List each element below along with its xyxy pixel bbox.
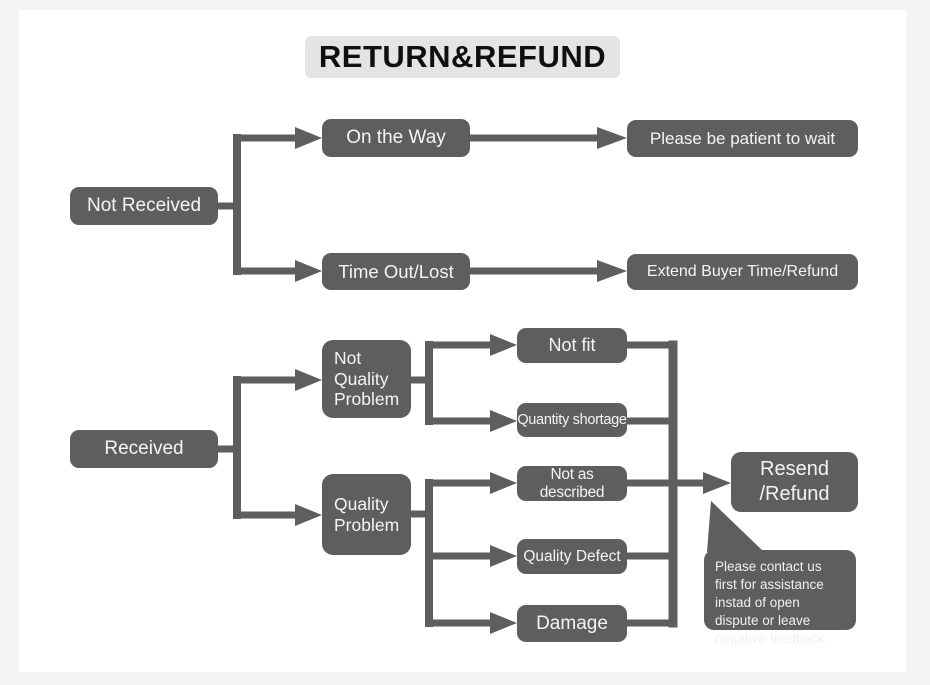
node-not-as-described: Not as described: [517, 466, 627, 501]
node-quality-problem: Quality Problem: [322, 474, 411, 555]
node-quality-defect: Quality Defect: [517, 539, 627, 574]
node-not-quality-problem: Not Quality Problem: [322, 340, 411, 418]
node-not-fit: Not fit: [517, 328, 627, 363]
page-title: RETURN&REFUND: [305, 36, 620, 78]
node-damage: Damage: [517, 605, 627, 642]
node-on-the-way: On the Way: [322, 119, 470, 157]
arrowheads: [295, 127, 764, 634]
note-bubble: Please contact us first for assistance i…: [704, 550, 856, 646]
node-time-out-lost: Time Out/Lost: [322, 253, 470, 290]
note-bubble-tail: [707, 501, 764, 552]
node-received: Received: [70, 430, 218, 468]
node-extend-buyer-time-refund: Extend Buyer Time/Refund: [627, 254, 858, 290]
node-please-be-patient: Please be patient to wait: [627, 120, 858, 157]
node-resend-refund: Resend /Refund: [731, 452, 858, 512]
node-quantity-shortage: Quantity shortage: [517, 403, 627, 437]
node-not-received: Not Received: [70, 187, 218, 225]
